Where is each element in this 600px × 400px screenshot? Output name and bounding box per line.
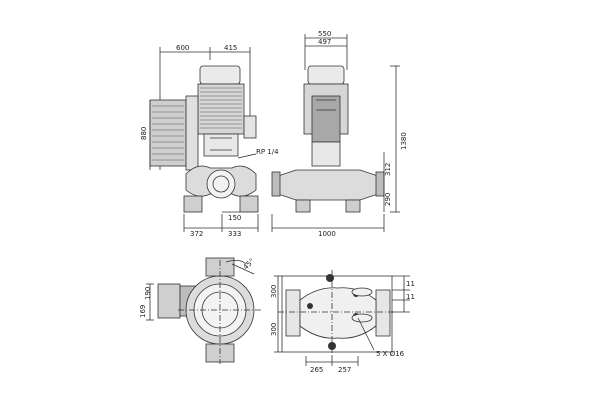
- dim-600: 600: [176, 44, 189, 52]
- dim-415: 415: [224, 44, 237, 52]
- front-view: [149, 47, 259, 232]
- dim-169: 169: [139, 305, 147, 318]
- dim-312: 312: [384, 163, 392, 176]
- flange-view: [274, 270, 410, 366]
- dim-150: 150: [228, 214, 241, 222]
- dim-11-a: 11: [406, 280, 415, 288]
- dim-300-top: 300: [270, 285, 278, 298]
- top-view: [146, 257, 262, 364]
- dim-880: 880: [140, 127, 148, 140]
- dim-11-b: 11: [406, 293, 415, 301]
- dim-290: 290: [384, 193, 392, 206]
- dim-257: 257: [338, 366, 351, 374]
- dim-372: 372: [190, 230, 203, 238]
- dim-1380: 1380: [400, 132, 408, 150]
- dim-265: 265: [310, 366, 323, 374]
- dim-333: 333: [228, 230, 241, 238]
- thread-label: RP 1/4: [256, 148, 279, 156]
- dim-497: 497: [318, 38, 331, 46]
- hole-label: 5 X Ø16: [376, 350, 405, 358]
- dim-190: 190: [144, 287, 152, 300]
- dim-1000: 1000: [318, 230, 336, 238]
- dim-550: 550: [318, 30, 331, 38]
- dim-300-bottom: 300: [270, 323, 278, 336]
- side-view: [271, 34, 400, 232]
- angle-45: 45°: [242, 257, 256, 271]
